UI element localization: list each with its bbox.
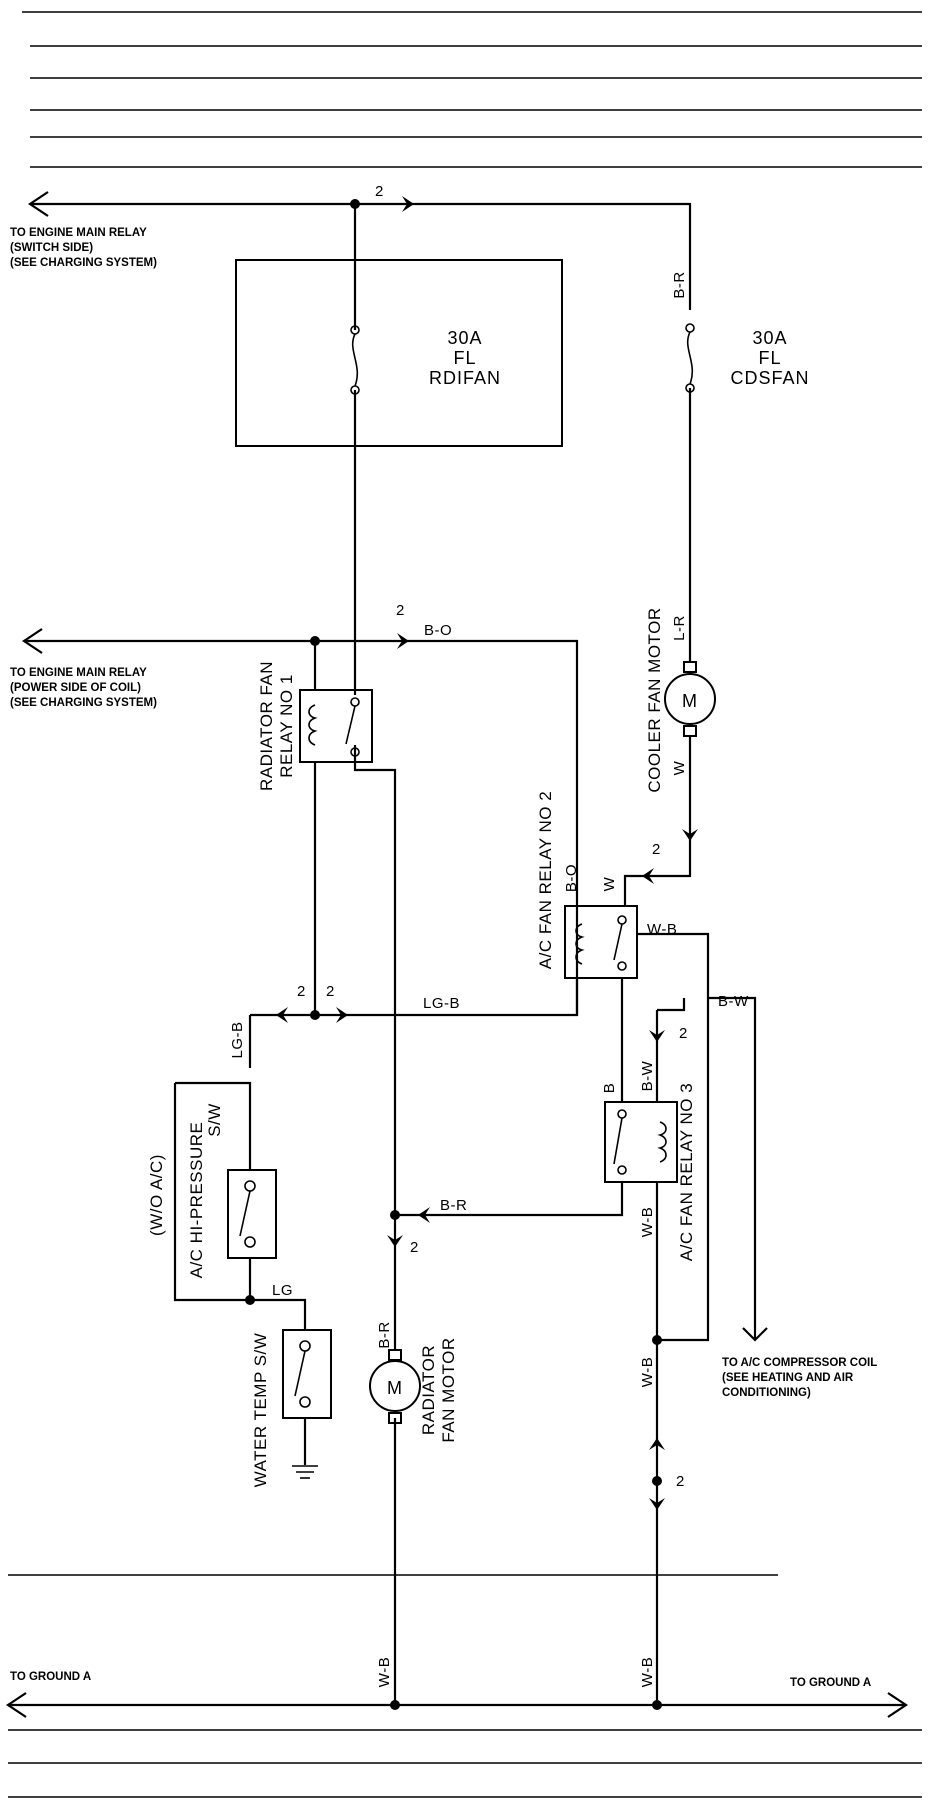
connector-num-lgb-right: 2	[326, 983, 335, 1000]
fuse-cdsfan-rating: 30A	[752, 328, 787, 348]
wire-lr: L-R	[671, 615, 688, 641]
wire-lgb-mid: LG-B	[423, 995, 460, 1012]
wire-wb-bottom-left: W-B	[376, 1657, 393, 1687]
junction-nodes	[245, 199, 662, 1710]
note-engine-relay-coil-1: TO ENGINE MAIN RELAY	[10, 667, 147, 679]
connector-num-br: 2	[410, 1239, 419, 1256]
radiator-fan-relay-label-1: RADIATOR FAN	[257, 661, 276, 791]
note-compressor-coil-3: CONDITIONING)	[722, 1387, 811, 1399]
fuse-rdifan-type: FL	[453, 348, 476, 368]
ac-fan-relay-2-internals	[575, 915, 627, 971]
fuse-cdsfan-type: FL	[758, 348, 781, 368]
cooler-motor-m: M	[682, 691, 698, 711]
ac-fan-relay-3-label: A/C FAN RELAY NO 3	[677, 1083, 696, 1261]
ground-icon	[292, 1465, 318, 1479]
hi-pressure-sw-label-1: (W/O A/C)	[147, 1154, 166, 1236]
wire-w-cooler: W	[671, 760, 688, 775]
wire-wb-bottom-right: W-B	[639, 1657, 656, 1687]
fuse-rdifan-symbol	[350, 325, 360, 395]
note-engine-relay-coil-2: (POWER SIDE OF COIL)	[10, 682, 141, 694]
wire-wb-relay3: W-B	[639, 1207, 656, 1237]
fuse-cdsfan-name: CDSFAN	[730, 368, 809, 388]
note-ground-right: TO GROUND A	[790, 1677, 871, 1689]
wires	[6, 191, 908, 1718]
wire-b-relay3: B	[601, 1083, 618, 1094]
note-ground-left: TO GROUND A	[10, 1671, 91, 1683]
hi-pressure-switch-internals	[239, 1180, 256, 1248]
wire-br-motor: B-R	[376, 1321, 393, 1348]
page-rules	[8, 11, 922, 1798]
fuse-cdsfan-symbol	[685, 323, 695, 393]
connector-num-bw: 2	[679, 1025, 688, 1042]
radiator-fan-motor-symbol: M	[369, 1349, 421, 1424]
hi-pressure-sw-label-2: A/C HI-PRESSURE	[187, 1122, 206, 1279]
note-compressor-coil-1: TO A/C COMPRESSOR COIL	[722, 1357, 877, 1369]
cooler-fan-motor-symbol: M	[664, 661, 716, 737]
note-engine-relay-switch-2: (SWITCH SIDE)	[10, 242, 93, 254]
wire-br-top: B-R	[671, 271, 688, 298]
wire-lg: LG	[272, 1282, 293, 1299]
wire-lgb-left: LG-B	[229, 1021, 246, 1058]
connector-num-cooler: 2	[652, 841, 661, 858]
connector-num-top: 2	[375, 183, 384, 200]
water-temp-sw-label: WATER TEMP S/W	[251, 1333, 270, 1488]
connector-num-bo: 2	[396, 602, 405, 619]
cooler-fan-motor-label: COOLER FAN MOTOR	[645, 607, 664, 792]
wire-br-mid: B-R	[440, 1197, 467, 1214]
radiator-fan-motor-label-1: RADIATOR	[419, 1345, 438, 1435]
wire-bo-top: B-O	[424, 622, 452, 639]
water-temp-switch-internals	[294, 1340, 311, 1408]
note-compressor-coil-2: (SEE HEATING AND AIR	[722, 1372, 854, 1384]
radiator-motor-m: M	[387, 1378, 403, 1398]
wire-w-relay2: W	[601, 876, 618, 891]
hi-pressure-sw-label-3: S/W	[205, 1103, 224, 1137]
note-engine-relay-switch-1: TO ENGINE MAIN RELAY	[10, 227, 147, 239]
wire-bo-relay2: B-O	[563, 864, 580, 892]
fuse-rdifan-name: RDIFAN	[429, 368, 501, 388]
note-engine-relay-coil-3: (SEE CHARGING SYSTEM)	[10, 697, 157, 709]
radiator-fan-relay-label-2: RELAY NO 1	[277, 674, 296, 778]
ac-fan-relay-2-label: A/C FAN RELAY NO 2	[536, 791, 555, 969]
connector-num-lgb-left: 2	[297, 983, 306, 1000]
radiator-fan-motor-label-2: FAN MOTOR	[439, 1337, 458, 1442]
wire-wb-relay2: W-B	[647, 921, 677, 938]
fuse-rdifan-rating: 30A	[447, 328, 482, 348]
connector-num-wb: 2	[676, 1473, 685, 1490]
note-engine-relay-switch-3: (SEE CHARGING SYSTEM)	[10, 257, 157, 269]
radiator-fan-relay-internals	[308, 697, 360, 757]
connector-symbols	[276, 196, 698, 1510]
wire-bw-right: B-W	[718, 993, 749, 1010]
ac-fan-relay-3-internals	[613, 1109, 667, 1175]
wire-wb-right: W-B	[639, 1357, 656, 1387]
wire-bw-relay3: B-W	[639, 1060, 656, 1091]
